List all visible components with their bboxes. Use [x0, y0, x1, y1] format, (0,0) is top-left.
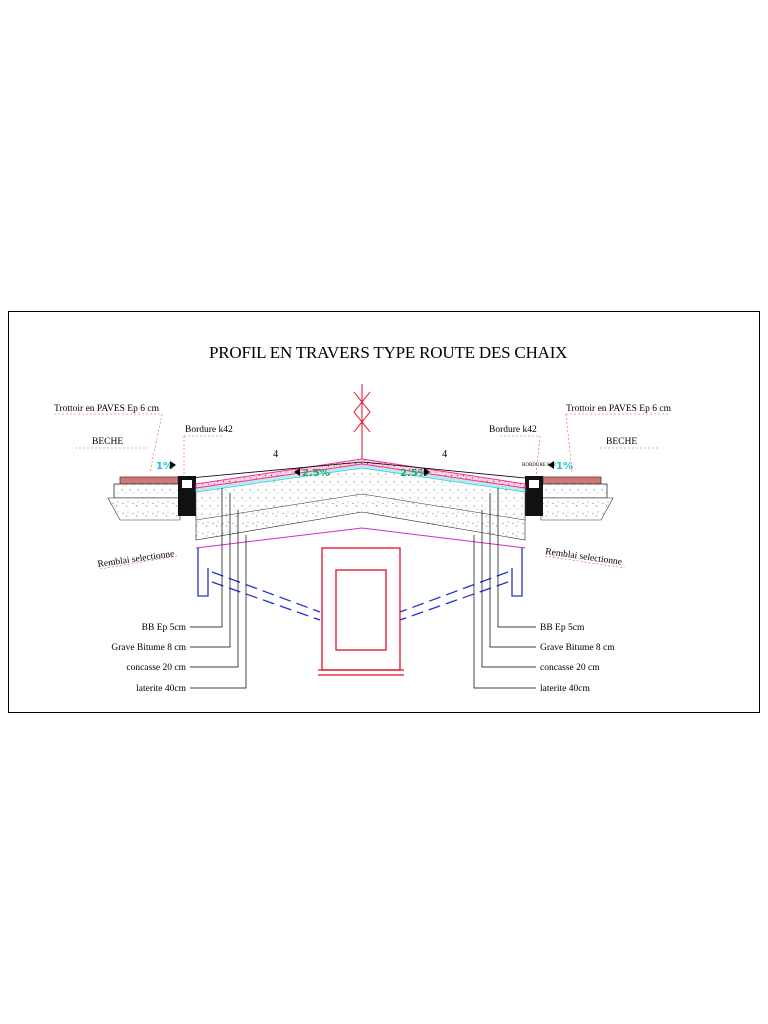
drainage-pipes — [197, 548, 523, 621]
fill-leaders — [99, 555, 626, 570]
svg-text:2.5%: 2.5% — [400, 468, 428, 479]
right-layer-concasse: concasse 20 cm — [540, 663, 600, 673]
left-layer-grave: Grave Bitume 8 cm — [111, 643, 186, 653]
diagram-title: PROFIL EN TRAVERS TYPE ROUTE DES CHAIX — [209, 343, 567, 362]
right-sidewalk-block — [540, 476, 614, 521]
right-curb-small-label: BORDURE K42 — [522, 463, 556, 468]
right-leaders — [500, 413, 670, 477]
right-lane-slope: 2.5% — [400, 468, 430, 479]
left-layer-leaders — [190, 488, 247, 689]
left-sidewalk-label: Trottoir en PAVES Ep 6 cm — [54, 404, 160, 414]
right-sidewalk-slope: 1% — [548, 461, 573, 472]
left-sidewalk-block — [107, 476, 181, 521]
lane-dimension-lines — [189, 461, 526, 479]
left-curb-label: Bordure k42 — [185, 425, 233, 435]
right-fill-label: Remblai selectionne — [545, 547, 623, 568]
right-sidewalk-label: Trottoir en PAVES Ep 6 cm — [566, 404, 672, 414]
right-lane-width: 4 — [442, 449, 448, 460]
left-layer-concasse: concasse 20 cm — [126, 663, 186, 673]
left-layer-labels: BB Ep 5cm Grave Bitume 8 cm concasse 20 … — [111, 623, 186, 694]
left-fill-label: Remblai selectionne — [97, 549, 175, 570]
svg-text:1%: 1% — [156, 461, 173, 472]
right-curb-label: Bordure k42 — [489, 425, 537, 435]
right-layer-laterite: laterite 40cm — [540, 684, 590, 694]
right-ditch-label: BECHE — [606, 437, 637, 447]
left-leaders — [54, 413, 222, 476]
right-layer-bb: BB Ep 5cm — [540, 623, 585, 633]
left-lane-width: 4 — [273, 449, 279, 460]
right-layer-leaders — [473, 488, 536, 689]
left-layer-bb: BB Ep 5cm — [142, 623, 187, 633]
svg-text:1%: 1% — [556, 461, 573, 472]
left-sidewalk-slope: 1% — [156, 461, 176, 472]
box-culvert — [318, 547, 404, 676]
left-layer-laterite: laterite 40cm — [136, 684, 186, 694]
svg-text:2.5%: 2.5% — [302, 468, 330, 479]
right-layer-labels: BB Ep 5cm Grave Bitume 8 cm concasse 20 … — [540, 623, 615, 694]
left-ditch-label: BECHE — [92, 437, 123, 447]
road-structure — [195, 458, 526, 549]
axis-marker — [353, 384, 371, 462]
right-layer-grave: Grave Bitume 8 cm — [540, 643, 615, 653]
left-curb — [178, 476, 196, 516]
right-curb — [525, 476, 543, 516]
left-lane-slope: 2.5% — [294, 468, 330, 479]
